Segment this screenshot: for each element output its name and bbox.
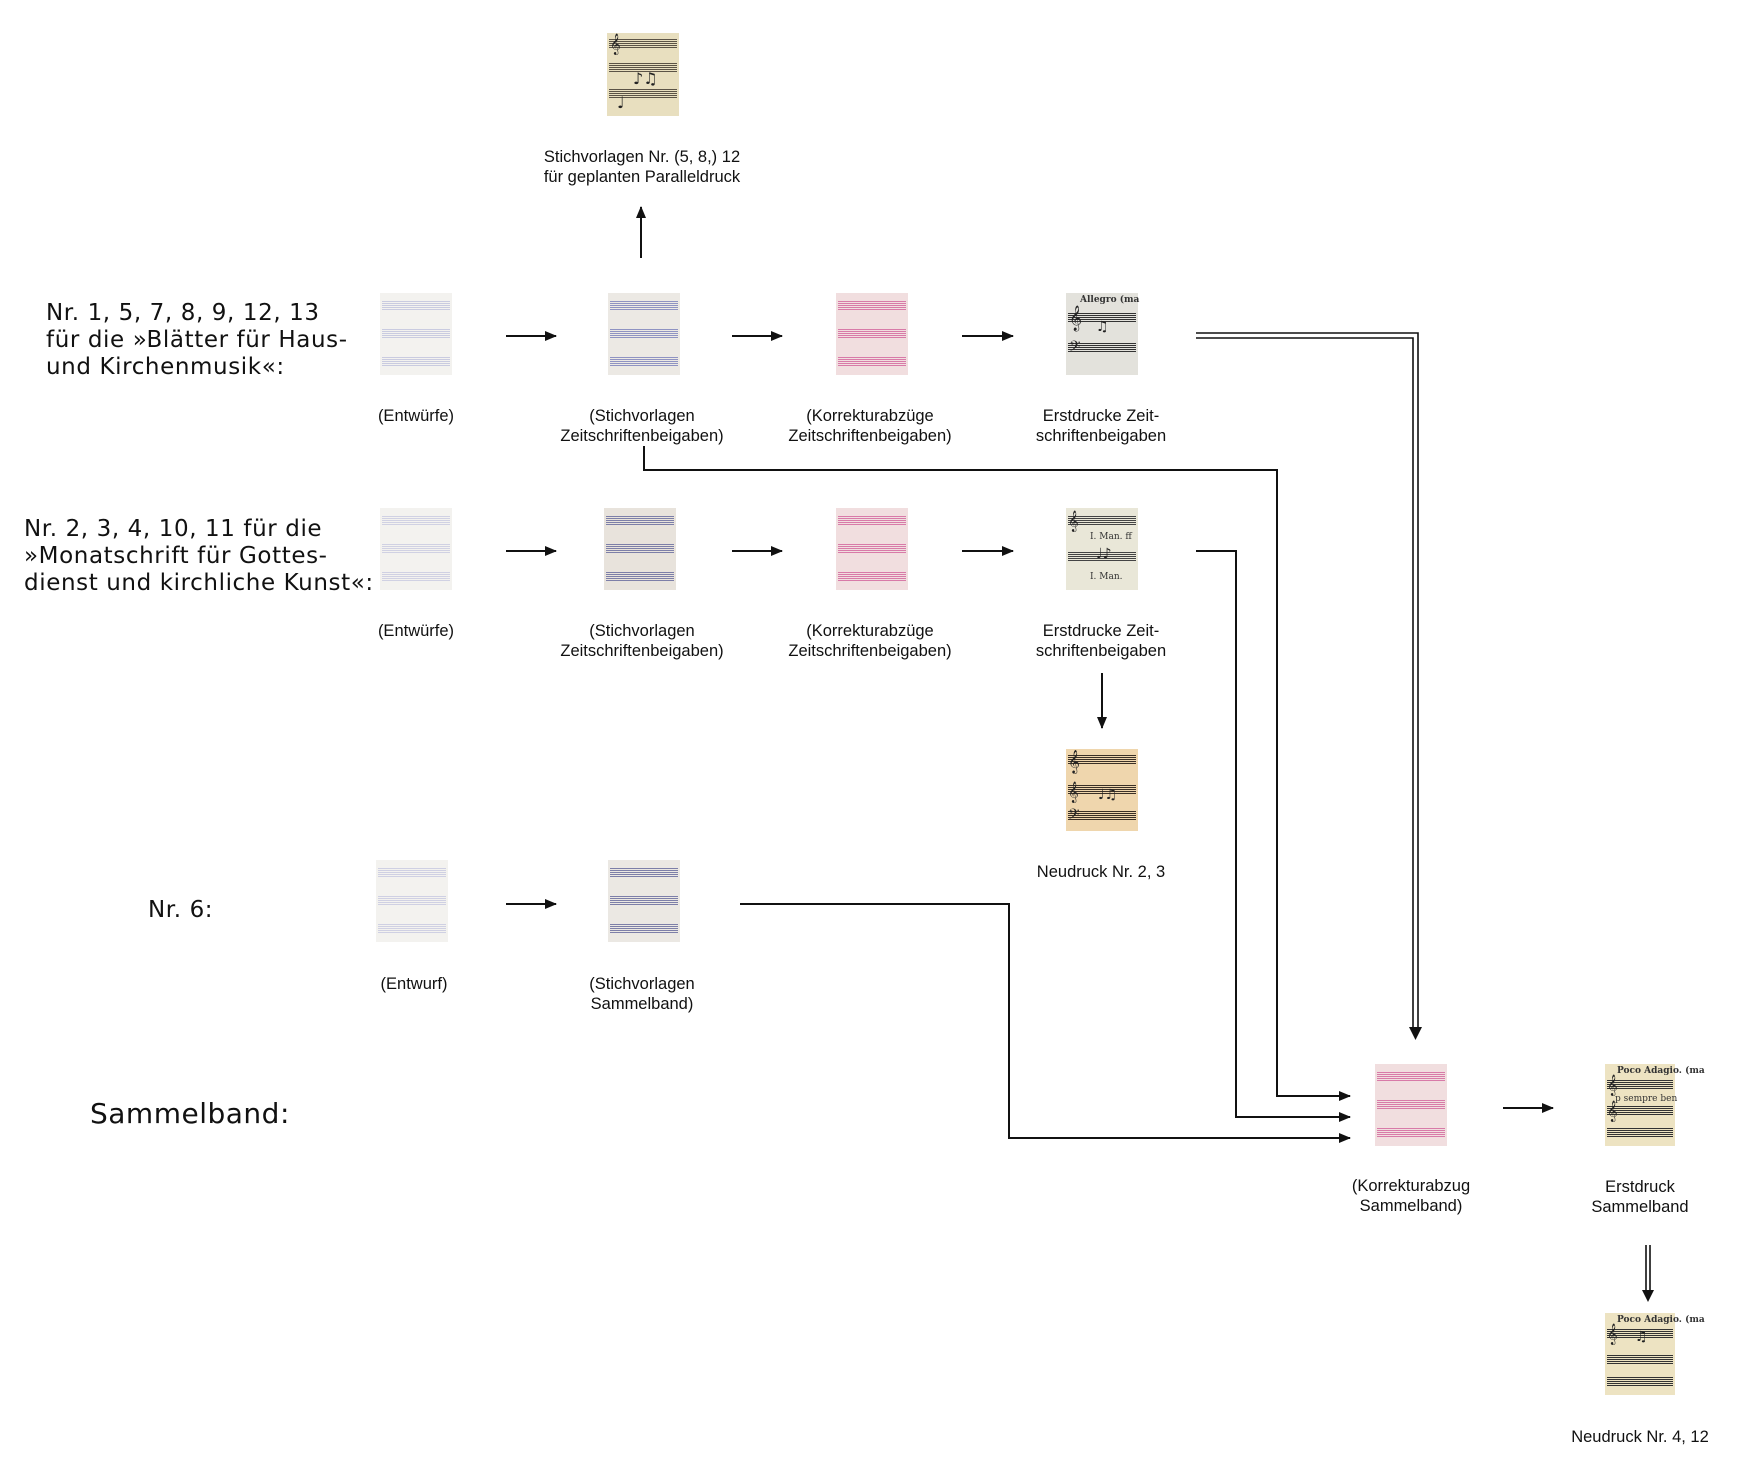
double-line-erst-r1-a bbox=[1196, 333, 1418, 1027]
arrowhead-double-down-2 bbox=[1642, 1290, 1654, 1302]
double-line-erst-r1-b bbox=[1196, 338, 1413, 1027]
arrowhead-double-down bbox=[1409, 1027, 1422, 1040]
arrow-erst-r2-to-sammelband bbox=[1196, 551, 1350, 1117]
arrow-r3-to-sammelband bbox=[740, 904, 1350, 1138]
arrow-stich-to-sammelband bbox=[644, 446, 1350, 1096]
